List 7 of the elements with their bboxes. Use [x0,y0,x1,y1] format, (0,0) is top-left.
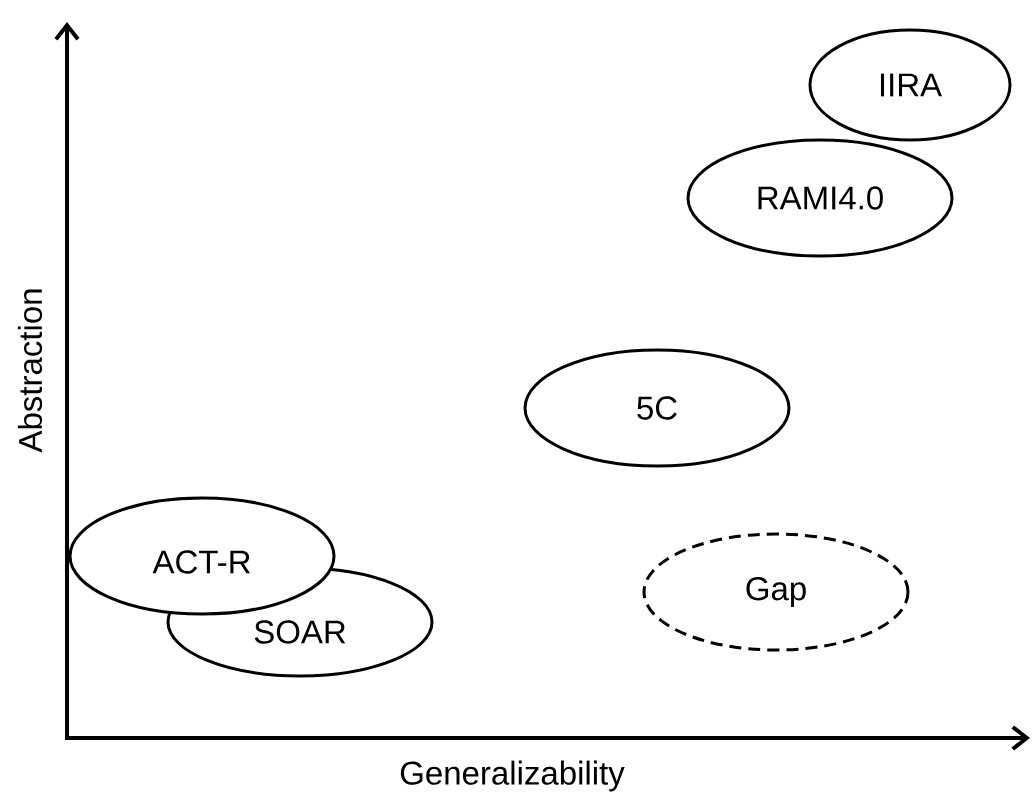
axis-label: Abstraction [17,289,43,453]
ellipse-node: 5C [523,348,791,468]
axis-label: Generalizability [400,760,625,792]
ellipse-node: RAMI4.0 [686,138,954,258]
ellipse-node: IIRA [808,28,1012,142]
ellipse-node: Gap [642,532,910,652]
ellipse-node: ACT-R [68,496,336,616]
